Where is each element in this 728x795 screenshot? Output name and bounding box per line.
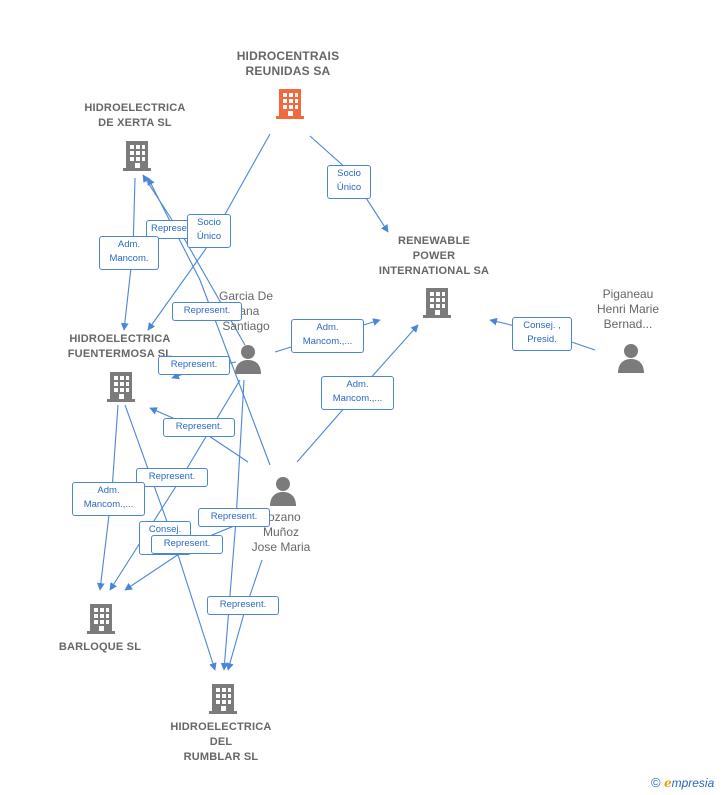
edge-label-adm-mancom-barloque[interactable]: Adm. Mancom.,... (72, 482, 145, 516)
edge-label-represent-garcia-xerta[interactable]: Represent. (172, 302, 242, 321)
edge-lozano-xerta (147, 177, 271, 466)
node-label-barloque[interactable]: BARLOQUE SL (58, 641, 142, 653)
edge-label-represent-lozano-barloque[interactable]: Represent. (198, 508, 270, 527)
node-label-renewable[interactable]: RENEWABLE POWER INTERNATIONAL SA (378, 235, 490, 277)
edge-label-adm-mancom-garcia-renewable[interactable]: Adm. Mancom.,... (291, 319, 364, 353)
empresia-logo: © empresia (651, 775, 714, 790)
building-icon-fuentermosa[interactable] (104, 368, 138, 404)
brand-e: e (663, 776, 672, 790)
edge-label-represent-garcia-fuentermosa[interactable]: Represent. (158, 356, 230, 375)
brand-name: mpresia (671, 776, 715, 790)
person-icon-piganeau[interactable] (616, 342, 646, 374)
building-icon-xerta[interactable] (120, 137, 154, 173)
node-label-piganeau[interactable]: Piganeau Henri Marie Bernad... (596, 287, 659, 331)
edge-label-represent-barloque-2[interactable]: Represent. (151, 535, 223, 554)
node-label-xerta[interactable]: HIDROELECTRICA DE XERTA SL (84, 102, 186, 129)
edge-label-represent-lozano-fuentermosa[interactable]: Represent. (163, 418, 235, 437)
edge-label-adm-mancom-xerta[interactable]: Adm. Mancom. (99, 236, 159, 270)
edge-label-adm-mancom-lozano-renewable[interactable]: Adm. Mancom.,... (321, 376, 394, 410)
building-icon-main[interactable] (273, 86, 307, 120)
building-icon-rumblar[interactable] (206, 680, 240, 716)
copyright-icon: © (651, 775, 661, 790)
person-icon-garcia[interactable] (233, 343, 263, 375)
node-label-rumblar[interactable]: HIDROELECTRICA DEL RUMBLAR SL (170, 721, 272, 763)
building-icon-barloque[interactable] (84, 600, 118, 636)
edge-hidrocentrais-fuentermosa (147, 133, 271, 331)
edge-label-consej-presid[interactable]: Consej. , Presid. (512, 317, 572, 351)
edge-lozano-rumblar (226, 559, 263, 671)
edge-label-socio-unico-fuentermosa[interactable]: Socio Único (187, 214, 231, 248)
edge-label-represent-lozano-rumblar[interactable]: Represent. (207, 596, 279, 615)
building-icon-renewable[interactable] (420, 284, 454, 320)
edge-label-represent-fuent-barloque[interactable]: Represent. (136, 468, 208, 487)
node-label-hidrocentrais[interactable]: HIDROCENTRAIS REUNIDAS SA (236, 49, 340, 78)
node-label-lozano[interactable]: Lozano Muñoz Jose Maria (251, 510, 311, 554)
edge-label-socio-unico-renewable[interactable]: Socio Único (327, 165, 371, 199)
person-icon-lozano[interactable] (268, 475, 298, 507)
